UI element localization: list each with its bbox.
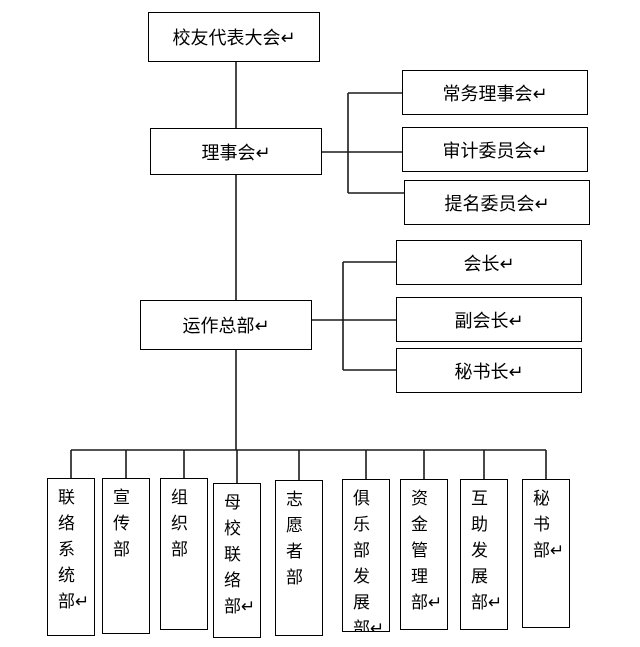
dept-node: 组织部: [160, 478, 208, 630]
dept-node: 资金管理部↵: [400, 479, 448, 630]
node-label: 副会长↵: [454, 310, 524, 332]
node-label: 提名委员会↵: [444, 193, 550, 215]
dept-node: 互助发展部↵: [460, 479, 508, 630]
dept-label: 互助发展部↵: [471, 489, 503, 613]
dept-node: 母校联络部↵: [213, 483, 261, 638]
dept-label: 组织部: [171, 488, 188, 560]
node-council: 理事会↵: [150, 128, 322, 175]
dept-node: 宣传部: [102, 478, 150, 634]
node-nomination-committee: 提名委员会↵: [404, 180, 590, 225]
dept-label: 联络系统部↵: [58, 488, 90, 612]
node-president: 会长↵: [396, 240, 582, 285]
node-label: 校友代表大会↵: [172, 28, 296, 49]
node-label: 秘书长↵: [454, 361, 524, 383]
dept-label: 资金管理部↵: [411, 489, 443, 613]
dept-node: 俱乐部发展部↵: [342, 479, 390, 632]
node-standing-committee: 常务理事会↵: [402, 70, 588, 115]
node-audit-committee: 审计委员会↵: [402, 127, 588, 172]
node-operations-hq: 运作总部↵: [140, 300, 312, 350]
dept-node: 联络系统部↵: [47, 478, 95, 636]
node-label: 理事会↵: [201, 142, 271, 164]
dept-label: 志愿者部: [286, 490, 303, 588]
dept-label: 宣传部: [113, 488, 130, 560]
node-secretary-general: 秘书长↵: [396, 348, 582, 393]
node-alumni-congress: 校友代表大会↵: [148, 12, 320, 62]
dept-label: 俱乐部发展部↵: [353, 489, 385, 632]
dept-node: 秘书部↵: [522, 479, 570, 628]
dept-node: 志愿者部: [275, 480, 323, 636]
dept-label: 母校联络部↵: [224, 493, 256, 617]
node-label: 常务理事会↵: [442, 83, 548, 105]
node-vice-president: 副会长↵: [396, 297, 582, 342]
node-label: 运作总部↵: [182, 316, 270, 337]
node-label: 会长↵: [463, 253, 515, 275]
dept-label: 秘书部↵: [533, 489, 565, 561]
node-label: 审计委员会↵: [442, 140, 548, 162]
